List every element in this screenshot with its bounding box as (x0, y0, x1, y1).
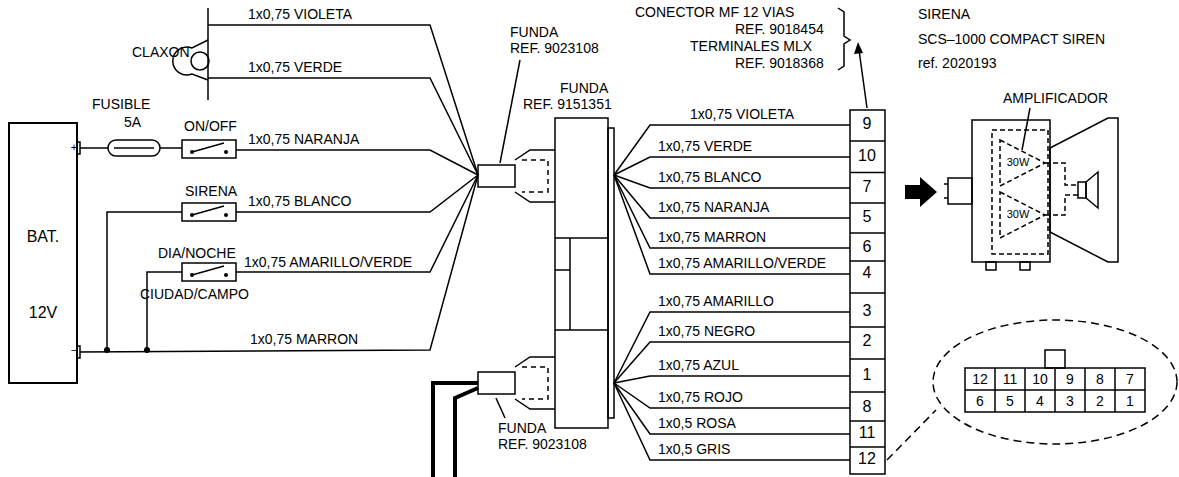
part-name: CONECTOR MF 12 VIAS (635, 4, 794, 20)
rating: 5A (124, 114, 141, 130)
part-name: CIUDAD/CAMPO (140, 286, 249, 302)
pin-number: 1 (1126, 393, 1134, 409)
wire-label: 1x0,75 NARANJA (658, 199, 769, 215)
wire-label: 1x0,75 AMARILLO/VERDE (244, 254, 412, 270)
part-name: FUNDA (560, 80, 608, 96)
wire-label: 1x0,75 BLANCO (658, 169, 762, 185)
bracket (838, 8, 867, 108)
reference: REF. 9018368 (735, 55, 824, 71)
wire (208, 25, 478, 175)
part-name: DIA/NOCHE (158, 245, 236, 261)
wire (236, 175, 478, 212)
power-rating: 30W (1006, 208, 1031, 221)
wire (79, 175, 478, 352)
wire-label: 1x0,75 ROJO (658, 389, 743, 405)
pin-number: 2 (1096, 393, 1104, 409)
pin-number: 10 (1032, 371, 1048, 387)
wire (79, 147, 108, 149)
wire-label: 1x0,75 BLANCO (248, 193, 352, 209)
claxon-symbol (191, 52, 209, 70)
wire-label: 1x0,75 NEGRO (658, 323, 755, 339)
pin-number: 9 (1066, 371, 1074, 387)
cable (433, 383, 478, 477)
wire-label: 1x0,75 VIOLETA (248, 6, 352, 22)
part-name: TERMINALES MLX (690, 38, 812, 54)
wire-label: 1x0,75 AMARILLO (658, 293, 774, 309)
pin-number: 8 (1096, 371, 1104, 387)
part-name: SCS–1000 COMPACT SIREN (918, 31, 1105, 47)
battery-label: BAT. (10, 228, 76, 246)
claxon-wire (207, 8, 209, 100)
wire-label: 1x0,75 NARANJA (248, 131, 359, 147)
wire (160, 147, 182, 149)
pin-number: 3 (863, 302, 872, 320)
pin-number: 3 (1066, 393, 1074, 409)
wire-label: 1x0,75 AMARILLO/VERDE (658, 255, 826, 271)
part-name: FUNDA (510, 24, 558, 40)
arrow (905, 177, 937, 207)
power-rating: 30W (1006, 156, 1031, 169)
wire-label: 1x0,75 MARRON (658, 229, 766, 245)
part-name: ON/OFF (184, 118, 237, 134)
wire (107, 212, 182, 350)
pin-number: 5 (863, 208, 872, 226)
pin-number: 8 (863, 398, 872, 416)
pin-number: 1 (863, 366, 872, 384)
siren-drawing (944, 108, 1118, 270)
wire-label: 1x0,75 MARRON (250, 331, 358, 347)
wire-label: 1x0,5 ROSA (658, 415, 736, 431)
wire-label: 1x0,75 VERDE (248, 59, 342, 75)
pin-number: 5 (1006, 393, 1014, 409)
pin-number: 7 (863, 178, 872, 196)
wire-label: 1x0,5 GRIS (658, 441, 730, 457)
wire-label: 1x0,75 AZUL (658, 357, 739, 373)
pin-number: 11 (859, 424, 876, 442)
arrow-head (854, 42, 863, 54)
battery-label: 12V (10, 304, 76, 322)
part-name: AMPLIFICADOR (1003, 90, 1108, 106)
pin-number: 6 (976, 393, 984, 409)
part-name: SIRENA (185, 183, 237, 199)
wire (236, 150, 478, 175)
battery-box: BAT. 12V (8, 122, 78, 384)
pin-column (850, 110, 885, 474)
wire-label: 1x0,75 VIOLETA (690, 106, 794, 122)
reference: REF. 9151351 (523, 96, 612, 112)
pinout-view (887, 320, 1177, 460)
pin-number: 2 (863, 332, 872, 350)
part-name: SIRENA (918, 6, 970, 22)
reference: ref. 2020193 (918, 55, 997, 71)
pin-number: 12 (972, 371, 988, 387)
pin-number: 12 (858, 450, 876, 468)
polarity: + (71, 141, 77, 154)
reference: REF. 9023108 (498, 436, 587, 452)
wire (147, 272, 182, 350)
reference: REF. 9023108 (510, 40, 599, 56)
part-name: FUSIBLE (92, 96, 150, 112)
wire-label: 1x0,75 VERDE (658, 138, 752, 154)
reference: REF. 9018454 (735, 21, 824, 37)
connector-housing (478, 60, 614, 428)
wire (236, 175, 478, 272)
part-name: CLAXON (132, 44, 190, 60)
pin-number: 4 (863, 264, 872, 282)
pin-number: 7 (1126, 371, 1134, 387)
part-name: FUNDA (498, 420, 546, 436)
fuse-symbol (114, 147, 154, 149)
pin-number: 6 (863, 238, 872, 256)
pin-number: 10 (858, 147, 876, 165)
pin-number: 4 (1036, 393, 1044, 409)
fuse-symbol (108, 140, 160, 156)
wire (208, 78, 478, 175)
polarity: − (71, 344, 77, 357)
wire (614, 125, 850, 460)
pin-number: 11 (1003, 371, 1018, 387)
pin-number: 9 (863, 115, 872, 133)
